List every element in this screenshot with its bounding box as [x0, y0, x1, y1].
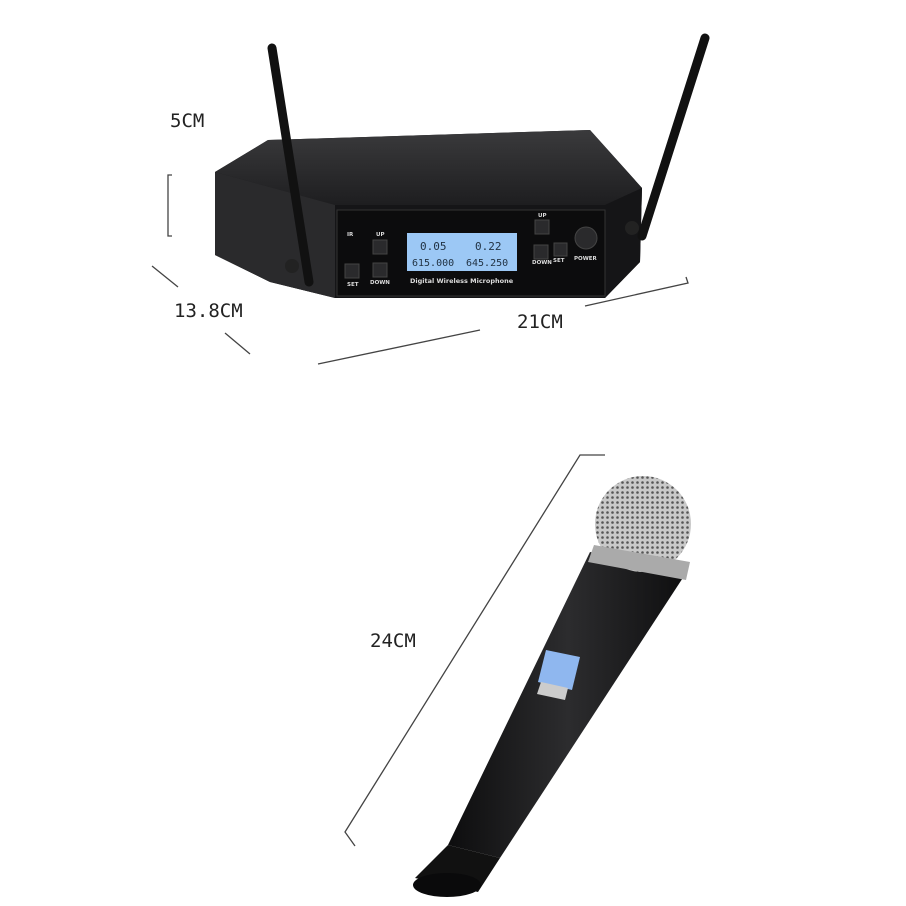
up-left-button[interactable] — [372, 239, 388, 255]
lcd-channel-a: 0.05 — [420, 240, 447, 253]
mic-lcd — [538, 650, 580, 690]
up-right-label: UP — [538, 213, 547, 219]
set-right-button[interactable] — [553, 242, 568, 257]
set-left-button[interactable] — [344, 263, 360, 279]
receiver: 0.05 0.22 615.000 645.250 Digital Wirele… — [215, 33, 710, 298]
mic-length-label: 24CM — [370, 630, 416, 652]
down-left-label: DOWN — [370, 280, 390, 286]
lcd-freq-b: 645.250 — [466, 258, 508, 269]
lcd-channel-b: 0.22 — [475, 240, 502, 253]
down-left-button[interactable] — [372, 262, 388, 278]
depth-line-bottom — [224, 332, 251, 355]
set-right-label: SET — [553, 258, 565, 264]
panel-label: Digital Wireless Microphone — [410, 277, 514, 285]
up-left-label: UP — [376, 232, 385, 238]
right-antenna — [637, 33, 710, 241]
up-right-button[interactable] — [534, 219, 550, 235]
lcd-freq-a: 615.000 — [412, 258, 454, 269]
width-line-left — [317, 329, 481, 365]
down-right-button[interactable] — [533, 244, 549, 260]
depth-label: 13.8CM — [174, 300, 243, 322]
height-bracket — [167, 174, 172, 237]
receiver-lcd — [407, 233, 517, 271]
ir-label: IR — [347, 232, 354, 238]
left-antenna — [267, 43, 314, 287]
dimension-lines — [151, 174, 689, 847]
power-button[interactable] — [574, 226, 598, 250]
mic-grille — [595, 476, 691, 572]
width-label: 21CM — [517, 311, 563, 333]
depth-line-top — [151, 265, 179, 288]
set-left-label: SET — [347, 282, 359, 288]
height-label: 5CM — [170, 110, 205, 132]
width-line-right — [584, 276, 689, 307]
mic-length-line — [344, 454, 605, 847]
power-label: POWER — [574, 256, 598, 262]
down-right-label: DOWN — [532, 260, 552, 266]
microphone — [413, 476, 691, 897]
